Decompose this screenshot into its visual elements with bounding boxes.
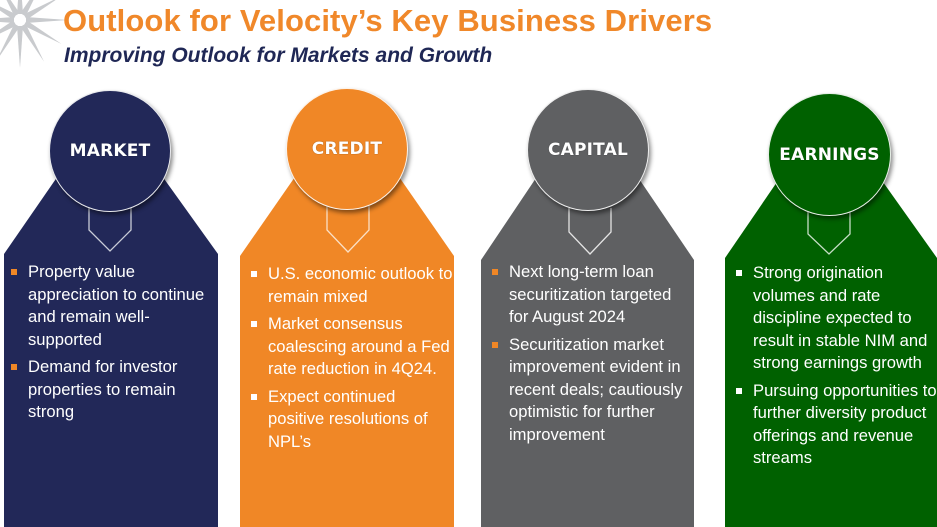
square-bullet-icon xyxy=(736,387,742,394)
list-item: Securitization market improvement eviden… xyxy=(490,334,695,447)
page-title: Outlook for Velocity’s Key Business Driv… xyxy=(63,3,713,38)
list-item: Expect continued positive resolutions of… xyxy=(249,386,454,454)
capital-circle: CAPITAL xyxy=(527,89,649,211)
market-circle: MARKET xyxy=(49,90,171,212)
square-bullet-icon xyxy=(11,269,17,275)
square-bullet-icon xyxy=(11,364,17,370)
list-item: Market consensus coalescing around a Fed… xyxy=(249,313,454,381)
list-item: Pursuing opportunities to further divers… xyxy=(734,380,937,470)
page-subtitle: Improving Outlook for Markets and Growth xyxy=(64,44,493,67)
credit-circle: CREDIT xyxy=(286,88,408,210)
market-label: MARKET xyxy=(69,141,151,161)
square-bullet-icon xyxy=(492,269,498,275)
capital-bullet-list: Next long-term loan securitization targe… xyxy=(490,261,695,451)
list-item: U.S. economic outlook to remain mixed xyxy=(249,263,454,308)
earnings-label: EARNINGS xyxy=(779,144,880,165)
panel-earnings-shape xyxy=(725,106,937,527)
list-item: Demand for investor properties to remain… xyxy=(9,356,214,424)
credit-bullet-list: U.S. economic outlook to remain mixed Ma… xyxy=(249,263,454,458)
panel-credit-shape xyxy=(240,102,454,527)
square-bullet-icon xyxy=(251,271,257,277)
panel-capital: CAPITAL Next long-term loan securitizati… xyxy=(481,88,694,527)
list-item: Next long-term loan securitization targe… xyxy=(490,261,695,329)
capital-label: CAPITAL xyxy=(547,140,629,160)
earnings-circle: EARNINGS xyxy=(768,93,891,216)
panel-market: MARKET Property value appreciation to co… xyxy=(4,88,218,527)
starburst-logo-icon xyxy=(0,0,68,68)
market-bullet-list: Property value appreciation to continue … xyxy=(9,261,214,429)
panel-credit: CREDIT U.S. economic outlook to remain m… xyxy=(240,88,454,527)
panel-market-shape xyxy=(4,102,218,527)
square-bullet-icon xyxy=(251,321,257,327)
panel-capital-shape xyxy=(481,102,694,527)
list-item: Strong origination volumes and rate disc… xyxy=(734,262,937,375)
list-item: Property value appreciation to continue … xyxy=(9,261,214,351)
square-bullet-icon xyxy=(492,341,498,348)
credit-label: CREDIT xyxy=(311,139,383,159)
square-bullet-icon xyxy=(736,270,742,276)
square-bullet-icon xyxy=(251,393,257,400)
panel-earnings: EARNINGS Strong origination volumes and … xyxy=(725,88,937,527)
earnings-bullet-list: Strong origination volumes and rate disc… xyxy=(734,262,937,475)
